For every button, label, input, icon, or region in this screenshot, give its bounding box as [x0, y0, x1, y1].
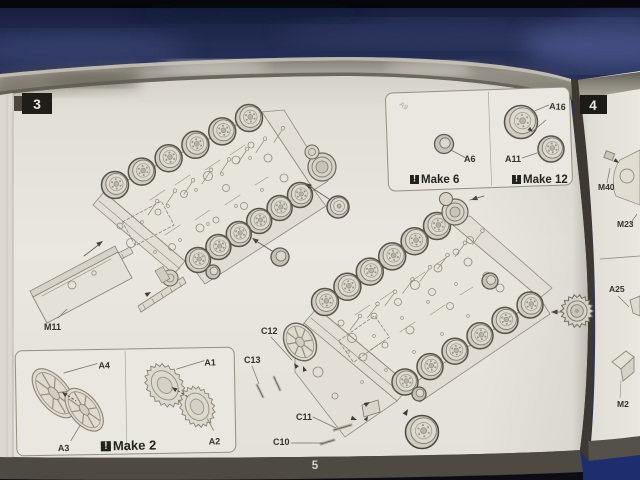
svg-text:M40: M40	[598, 182, 615, 192]
svg-text:C12: C12	[261, 326, 278, 336]
svg-text:M2: M2	[617, 399, 629, 409]
svg-text:Make 12: Make 12	[523, 174, 568, 186]
svg-text:4: 4	[589, 98, 597, 113]
svg-text:3: 3	[33, 96, 41, 112]
svg-text:A9: A9	[397, 101, 408, 112]
svg-text:A2: A2	[209, 436, 221, 446]
svg-text:M11: M11	[44, 322, 61, 332]
svg-text:A25: A25	[609, 284, 625, 294]
svg-text:!: !	[413, 174, 416, 184]
svg-text:Make 2: Make 2	[113, 437, 157, 453]
svg-text:A16: A16	[549, 101, 566, 112]
svg-text:A1: A1	[204, 357, 216, 367]
svg-text:A6: A6	[464, 154, 476, 164]
svg-text:!: !	[515, 174, 518, 184]
svg-text:M23: M23	[617, 219, 634, 229]
svg-text:C11: C11	[296, 412, 312, 422]
svg-text:C13: C13	[244, 355, 261, 365]
svg-text:A11: A11	[505, 154, 521, 164]
svg-text:C10: C10	[273, 437, 290, 447]
svg-text:Make 6: Make 6	[421, 174, 459, 186]
svg-text:!: !	[104, 441, 108, 452]
svg-text:A3: A3	[58, 443, 70, 453]
svg-text:5: 5	[312, 460, 319, 472]
svg-text:A4: A4	[98, 360, 110, 370]
